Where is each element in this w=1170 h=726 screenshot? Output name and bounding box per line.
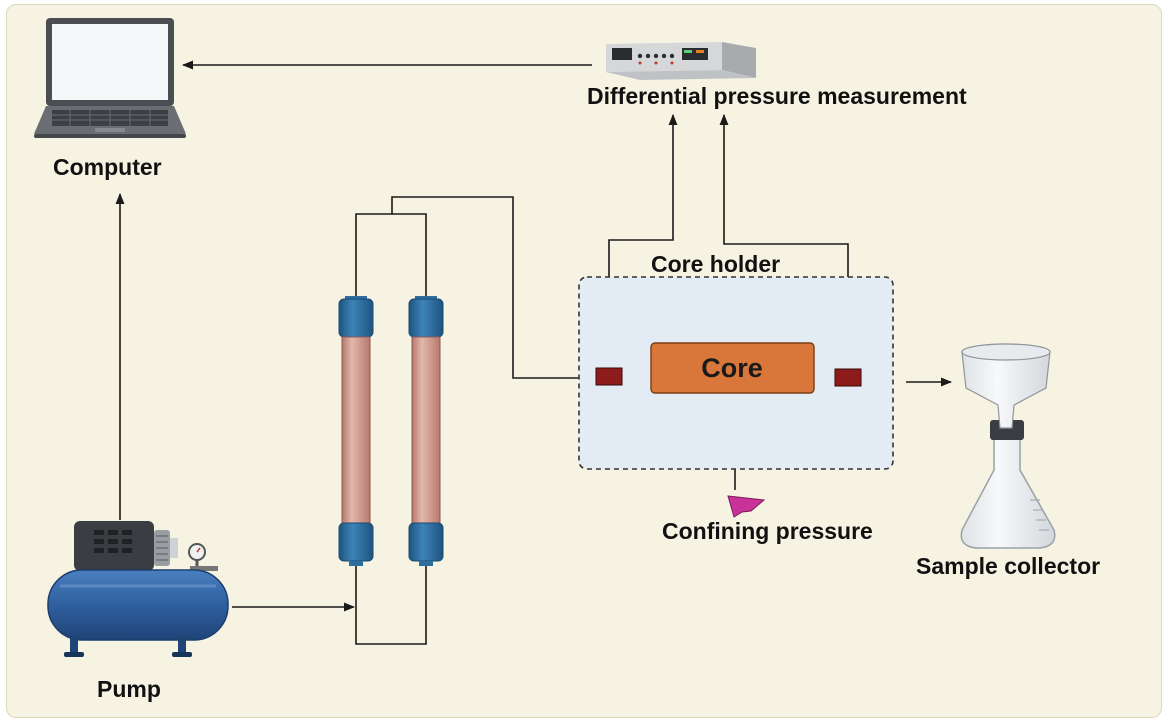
confining-arrow-icon xyxy=(727,495,766,518)
line-cylinder-top-link xyxy=(355,213,427,296)
inlet-port xyxy=(595,367,623,386)
core-holder-label: Core holder xyxy=(651,251,781,277)
sample-collector-label: Sample collector xyxy=(916,553,1101,579)
outlet-port xyxy=(834,368,862,387)
funnel-flask-icon xyxy=(960,343,1056,549)
confining-pressure-label: Confining pressure xyxy=(662,518,873,544)
arrow-cylinder-to-inlet xyxy=(391,196,596,383)
pump-label: Pump xyxy=(97,676,161,702)
laptop-icon xyxy=(34,18,186,138)
piston-cylinder-icon xyxy=(338,296,444,566)
line-cylinder-bottom-link xyxy=(355,565,427,645)
pressure-meter-icon xyxy=(606,42,756,80)
computer-label: Computer xyxy=(53,154,162,180)
pump-compressor-icon xyxy=(47,521,229,657)
core-label: Core xyxy=(701,353,763,383)
core-block xyxy=(650,342,815,394)
differential-pressure-label: Differential pressure measurement xyxy=(587,83,967,109)
